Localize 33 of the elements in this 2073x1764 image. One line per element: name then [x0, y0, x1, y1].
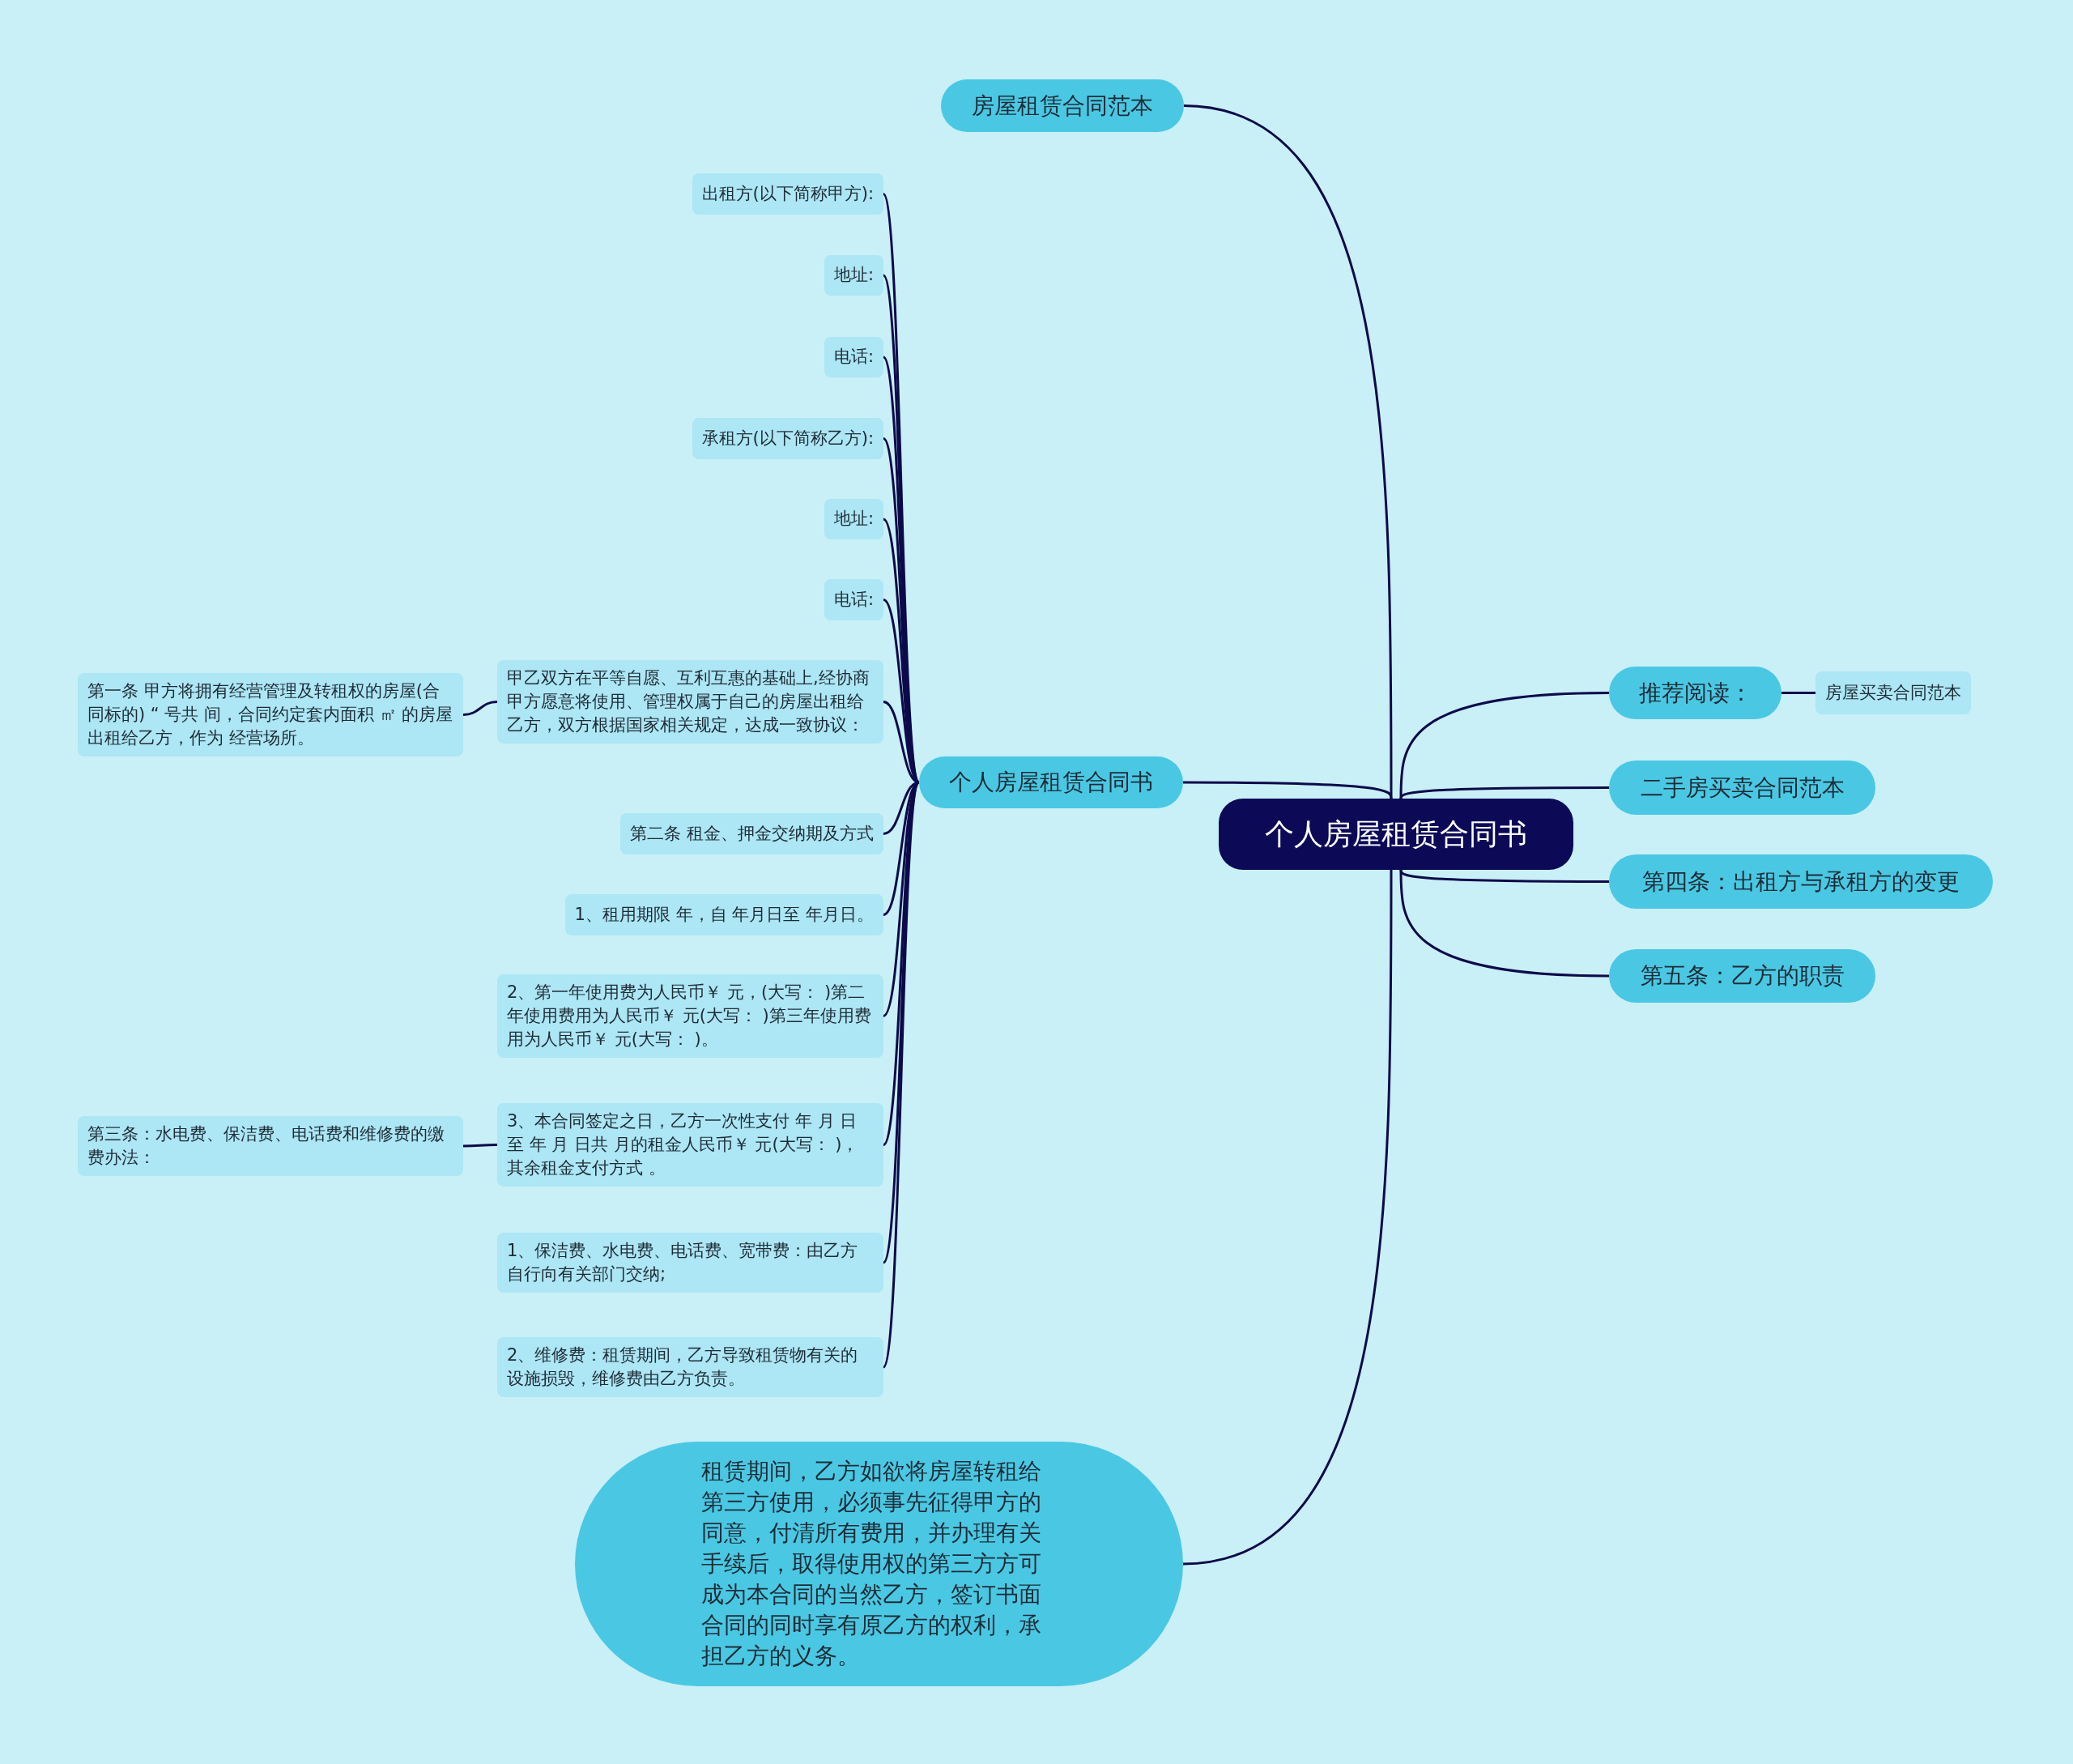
root-topic: 个人房屋租赁合同书	[1219, 799, 1573, 870]
leaf-topic: 电话:	[824, 579, 883, 620]
leaf-topic: 第一条 甲方将拥有经营管理及转租权的房屋(合同标的) “ 号共 间，合同约定套内面积 ㎡ 的房屋出租给乙方，作为 经营场所。	[78, 673, 463, 756]
connector-line	[1399, 692, 1610, 799]
connector-line	[1183, 781, 1393, 799]
leaf-topic: 3、本合同签定之日，乙方一次性支付 年 月 日至 年 月 日共 月的租金人民币￥ 元(大写： )，其余租金支付方式 。	[497, 1103, 883, 1187]
connector-line	[1399, 870, 1610, 978]
connector-line	[1399, 786, 1609, 799]
leaf-topic: 出租方(以下简称甲方):	[692, 173, 883, 215]
leaf-topic: 1、租用期限 年，自 年月日至 年月日。	[564, 894, 883, 935]
note-topic: 租赁期间，乙方如欲将房屋转租给第三方使用，必须事先征得甲方的同意，付清所有费用，并办理有关手续后，取得使用权的第三方方可成为本合同的当然乙方，签订书面合同的同时享有原乙方的权利，承担乙方的义务。	[575, 1442, 1183, 1686]
leaf-topic: 承租方(以下简称乙方):	[692, 418, 883, 459]
connector-line	[882, 782, 921, 1368]
leaf-topic: 地址:	[824, 499, 883, 539]
branch-topic: 房屋租赁合同范本	[941, 79, 1184, 132]
leaf-topic: 地址:	[824, 255, 883, 296]
connector-line	[463, 1144, 497, 1148]
branch-topic: 二手房买卖合同范本	[1609, 761, 1875, 815]
leaf-topic: 2、第一年使用费为人民币￥ 元，(大写： )第二年使用费用为人民币￥ 元(大写： )第三年使用费用为人民币￥ 元(大写： )。	[497, 974, 883, 1058]
connector-line	[1182, 870, 1393, 1566]
leaf-topic: 第三条：水电费、保洁费、电话费和维修费的缴费办法：	[78, 1116, 463, 1176]
connector-line	[462, 701, 498, 716]
leaf-topic: 甲乙双方在平等自愿、互利互惠的基础上,经协商甲方愿意将使用、管理权属于自己的房屋出租给乙方，双方根据国家相关规定，达成一致协议：	[497, 660, 883, 744]
leaf-topic: 电话:	[824, 337, 883, 377]
leaf-topic: 第二条 租金、押金交纳期及方式	[620, 813, 883, 854]
branch-topic: 个人房屋租赁合同书	[919, 756, 1183, 808]
branch-topic: 推荐阅读：	[1609, 667, 1781, 719]
leaf-topic: 房屋买卖合同范本	[1815, 671, 1971, 714]
connector-line	[1781, 692, 1815, 694]
leaf-topic: 1、保洁费、水电费、电话费、宽带费：由乙方自行向有关部门交纳;	[497, 1233, 883, 1293]
branch-topic: 第四条：出租方与承租方的变更	[1609, 854, 1993, 909]
branch-topic: 第五条：乙方的职责	[1609, 949, 1875, 1003]
leaf-topic: 2、维修费：租赁期间，乙方导致租赁物有关的设施损毁，维修费由乙方负责。	[497, 1337, 883, 1397]
